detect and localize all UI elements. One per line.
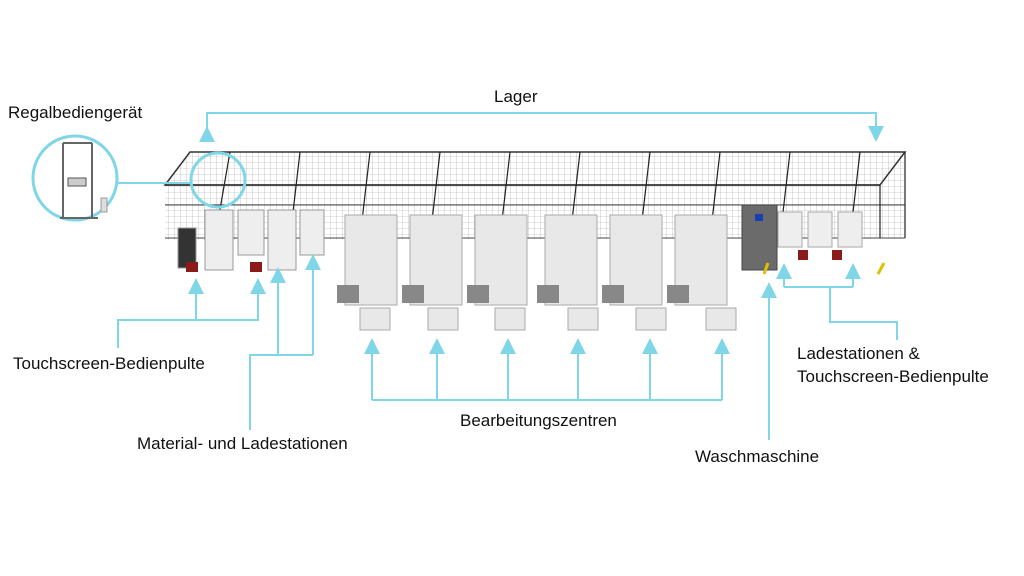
machining-centers <box>337 214 737 331</box>
label-lade-line2: Touchscreen-Bedienpulte <box>797 367 989 386</box>
load-stations-right <box>762 211 886 275</box>
load-stations-left <box>177 209 325 272</box>
label-material: Material- und Ladestationen <box>137 434 348 453</box>
stacker-crane-callout <box>31 134 247 222</box>
label-bearbeitung: Bearbeitungszentren <box>460 411 617 430</box>
label-wasch: Waschmaschine <box>695 447 820 466</box>
label-touchscreen: Touchscreen-Bedienpulte <box>13 354 205 373</box>
washing-machine <box>741 204 778 271</box>
label-lade-line1: Ladestationen & <box>797 344 920 363</box>
label-lager: Lager <box>494 87 538 106</box>
label-regalbediengeraet: Regalbediengerät <box>8 103 143 122</box>
connector-lines <box>117 112 898 440</box>
